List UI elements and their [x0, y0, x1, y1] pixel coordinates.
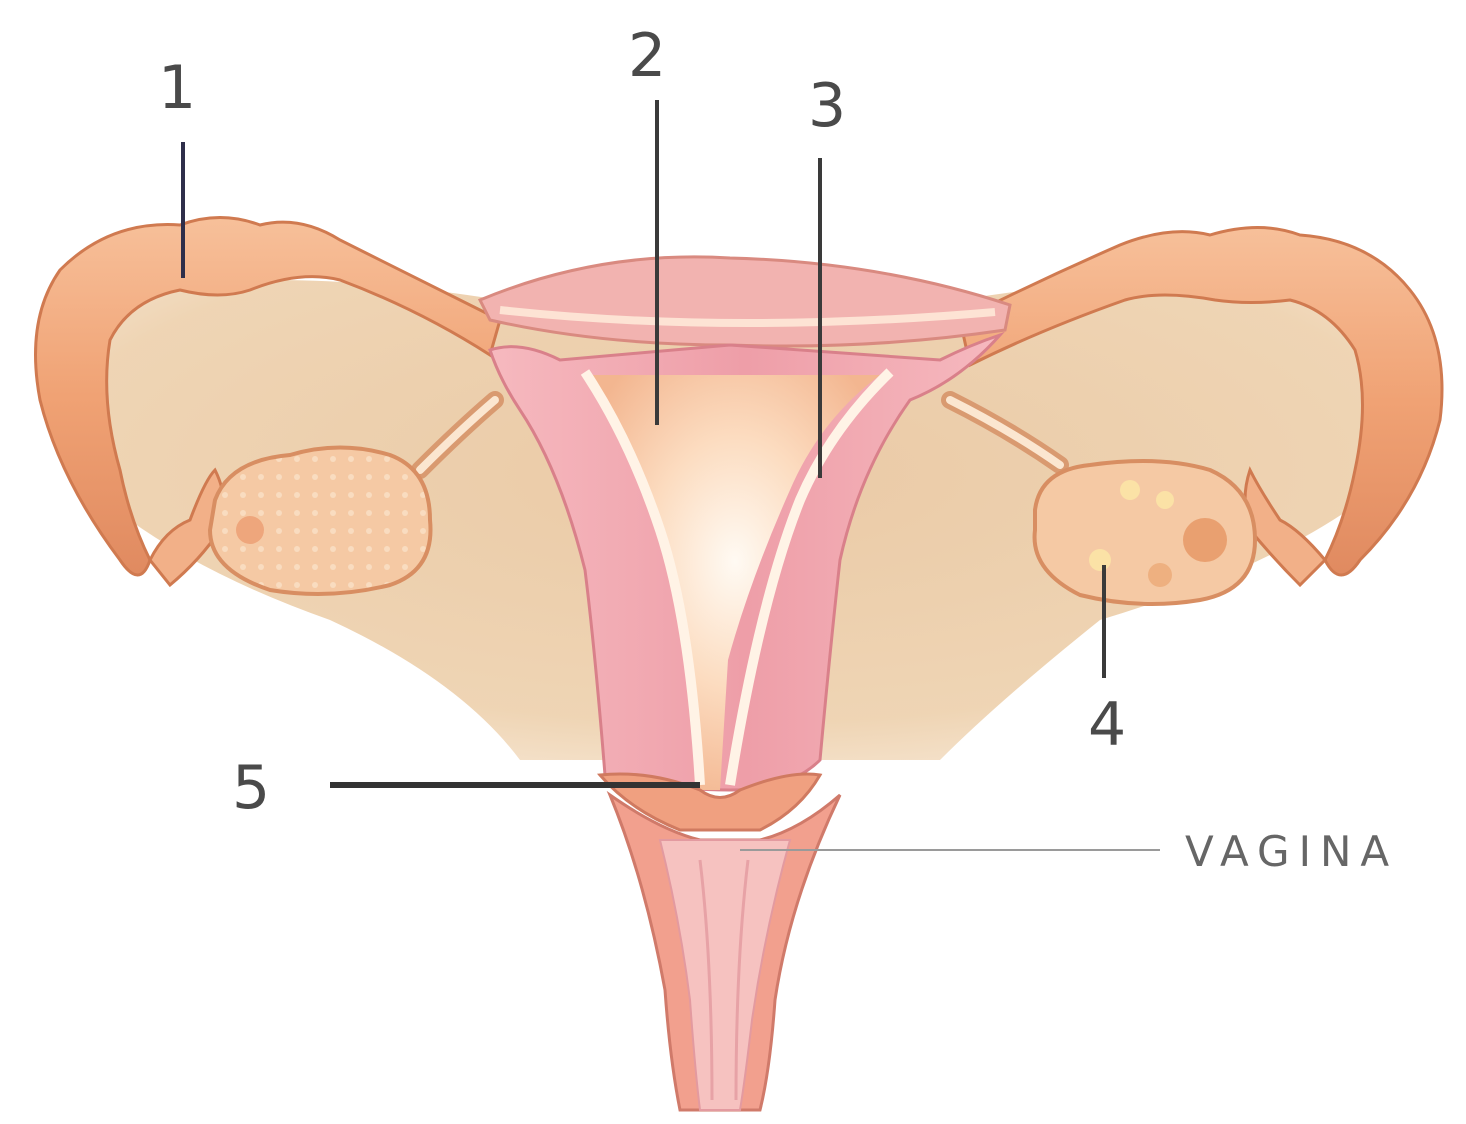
label-vagina: VAGINA — [1185, 827, 1398, 876]
right-ovary-follicle-b — [1120, 480, 1140, 500]
right-ovary-follicle-c — [1156, 491, 1174, 509]
uterine-fundus — [480, 257, 1010, 346]
right-ovary-follicle-d — [1089, 549, 1111, 571]
label-5: 5 — [232, 753, 270, 823]
label-4: 4 — [1088, 690, 1126, 760]
label-1: 1 — [158, 53, 196, 123]
right-ovary-follicle-a — [1183, 518, 1227, 562]
label-3: 3 — [808, 71, 846, 141]
left-ovary-follicle — [236, 516, 264, 544]
right-ovary-follicle-e — [1148, 563, 1172, 587]
label-2: 2 — [628, 21, 666, 91]
